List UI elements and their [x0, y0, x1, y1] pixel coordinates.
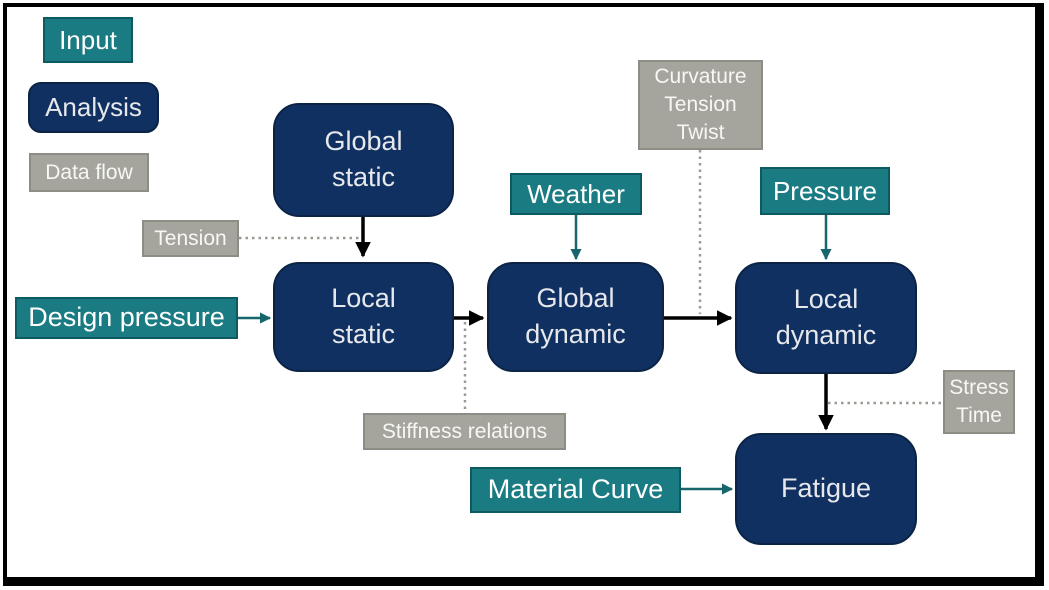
node-fatigue: Fatigue — [735, 433, 917, 545]
node-global-static: Global static — [273, 103, 454, 217]
flow-label-stress-time: Stress Time — [943, 370, 1015, 434]
input-pressure: Pressure — [760, 167, 890, 215]
flow-label-tension: Tension — [142, 220, 239, 257]
legend-input: Input — [43, 17, 133, 63]
node-local-static: Local static — [273, 262, 454, 372]
node-local-dynamic: Local dynamic — [735, 262, 917, 374]
legend-analysis: Analysis — [28, 82, 159, 133]
input-material-curve: Material Curve — [470, 467, 681, 513]
input-weather: Weather — [510, 173, 642, 215]
legend-data-flow: Data flow — [29, 153, 149, 192]
node-global-dynamic: Global dynamic — [487, 262, 664, 372]
flow-label-curvature-tension-twist: Curvature Tension Twist — [638, 60, 763, 150]
input-design-pressure: Design pressure — [15, 297, 238, 339]
flow-label-stiffness-relations: Stiffness relations — [363, 413, 566, 450]
diagram-border — [3, 3, 1044, 586]
